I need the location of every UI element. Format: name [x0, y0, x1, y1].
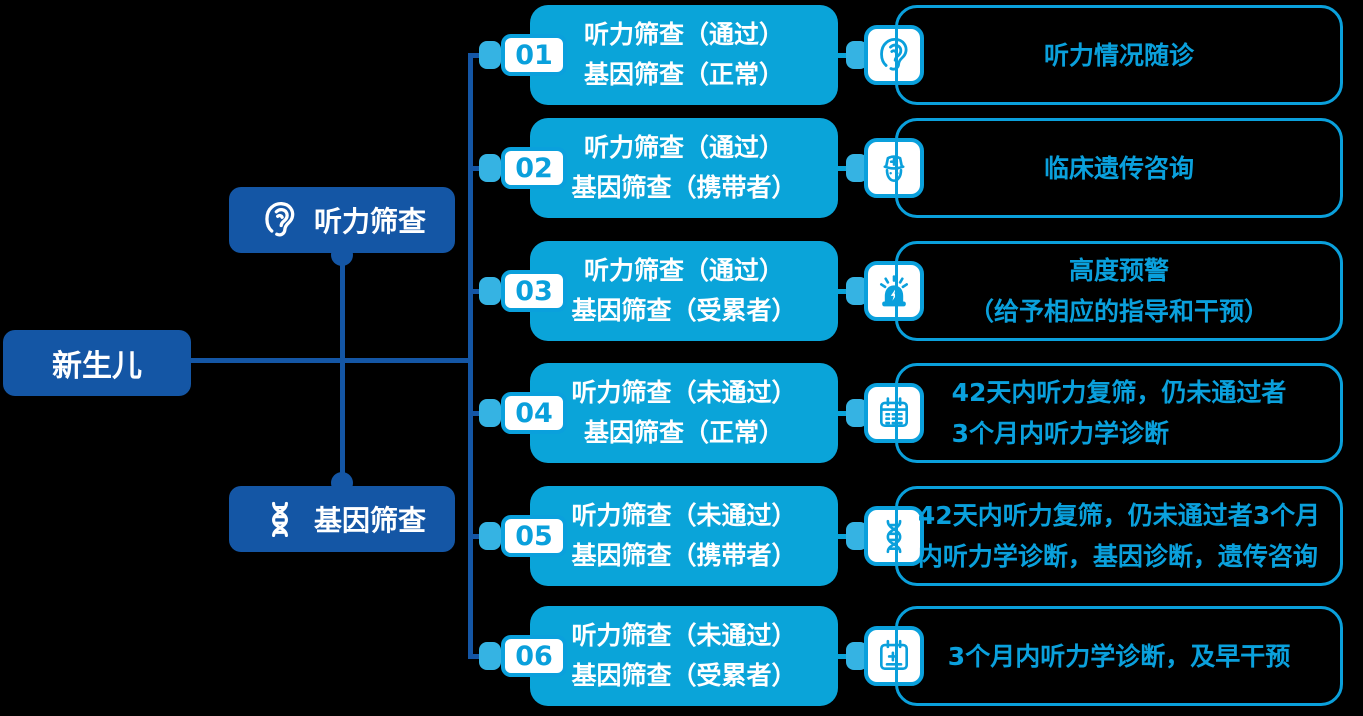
calendar-icon [873, 392, 915, 434]
number-badge-4: 04 [501, 392, 567, 434]
result-node-2: 听力筛查（通过） 基因筛查（携带者） [530, 118, 838, 218]
result-3-line1: 听力筛查（通过） [583, 256, 784, 285]
icon-tab-5 [846, 522, 868, 550]
outcome-4-line2: 3个月内听力学诊断 [951, 419, 1169, 448]
number-badge-3: 03 [501, 270, 567, 312]
result-node-3: 听力筛查（通过） 基因筛查（受累者） [530, 241, 838, 341]
result-node-5: 听力筛查（未通过） 基因筛查（携带者） [530, 486, 838, 586]
calendar-plus-icon [873, 635, 915, 677]
icon-tab-4 [846, 399, 868, 427]
number-badge-1: 01 [501, 34, 567, 76]
hearing-screening-node: 听力筛查 [229, 187, 455, 253]
gene-screening-label: 基因筛查 [313, 504, 426, 537]
result-6-line2: 基因筛查（受累者） [571, 661, 797, 690]
icon-tab-6 [846, 642, 868, 670]
dna-icon [258, 497, 302, 541]
badge-3-number: 03 [515, 275, 553, 307]
badge-tab-4 [479, 399, 501, 427]
result-6-line1: 听力筛查（未通过） [571, 621, 797, 650]
outcome-icon-box-6 [864, 626, 924, 686]
result-5-line1: 听力筛查（未通过） [571, 501, 797, 530]
connector-root-horizontal [190, 358, 472, 363]
result-node-4: 听力筛查（未通过） 基因筛查（正常） [530, 363, 838, 463]
result-1-line1: 听力筛查（通过） [583, 20, 784, 49]
result-4-line1: 听力筛查（未通过） [571, 378, 797, 407]
outcome-3-line1: 高度预警 [1068, 256, 1169, 285]
result-4-line2: 基因筛查（正常） [583, 418, 784, 447]
connector-level2-vertical [340, 250, 345, 488]
outcome-box-3: 高度预警 （给予相应的指导和干预） [895, 241, 1343, 341]
badge-6-number: 06 [515, 640, 553, 672]
outcome-icon-box-2 [864, 138, 924, 198]
badge-tab-2 [479, 154, 501, 182]
result-2-line2: 基因筛查（携带者） [571, 173, 797, 202]
icon-tab-1 [846, 41, 868, 69]
gene-screening-node: 基因筛查 [229, 486, 455, 552]
number-badge-2: 02 [501, 147, 567, 189]
icon-tab-2 [846, 154, 868, 182]
outcome-box-4: 42天内听力复筛，仍未通过者 3个月内听力学诊断 [895, 363, 1343, 463]
outcome-box-5: 42天内听力复筛，仍未通过者3个月 内听力学诊断，基因诊断，遗传咨询 [895, 486, 1343, 586]
ear-icon [258, 198, 302, 242]
result-node-6: 听力筛查（未通过） 基因筛查（受累者） [530, 606, 838, 706]
outcome-box-1: 听力情况随诊 [895, 5, 1343, 105]
outcome-icon-box-5 [864, 506, 924, 566]
outcome-2-line1: 临床遗传咨询 [1043, 153, 1194, 183]
outcome-4-line1: 42天内听力复筛，仍未通过者 [951, 378, 1287, 407]
badge-tab-1 [479, 41, 501, 69]
badge-2-number: 02 [515, 152, 553, 184]
badge-tab-5 [479, 522, 501, 550]
outcome-box-6: 3个月内听力学诊断，及早干预 [895, 606, 1343, 706]
result-node-1: 听力筛查（通过） 基因筛查（正常） [530, 5, 838, 105]
number-badge-6: 06 [501, 635, 567, 677]
outcome-6-line1: 3个月内听力学诊断，及早干预 [947, 641, 1291, 671]
badge-4-number: 04 [515, 397, 553, 429]
outcome-1-line1: 听力情况随诊 [1043, 40, 1194, 70]
newborn-label: 新生儿 [52, 349, 142, 384]
outcome-5-line2: 内听力学诊断，基因诊断，遗传咨询 [917, 542, 1318, 571]
result-3-line2: 基因筛查（受累者） [571, 296, 797, 325]
badge-tab-6 [479, 642, 501, 670]
result-2-line1: 听力筛查（通过） [583, 133, 784, 162]
outcome-5-line1: 42天内听力复筛，仍未通过者3个月 [917, 501, 1321, 530]
badge-5-number: 05 [515, 520, 553, 552]
result-1-line2: 基因筛查（正常） [583, 60, 784, 89]
outcome-3-line2: （给予相应的指导和干预） [968, 297, 1269, 326]
outcome-box-2: 临床遗传咨询 [895, 118, 1343, 218]
icon-tab-3 [846, 277, 868, 305]
result-5-line2: 基因筛查（携带者） [571, 541, 797, 570]
outcome-icon-box-4 [864, 383, 924, 443]
number-badge-5: 05 [501, 515, 567, 557]
outcome-icon-box-3 [864, 261, 924, 321]
badge-tab-3 [479, 277, 501, 305]
connector-trunk-vertical [468, 53, 473, 659]
hearing-screening-label: 听力筛查 [313, 205, 426, 238]
newborn-node: 新生儿 [3, 330, 191, 396]
badge-1-number: 01 [515, 39, 553, 71]
siren-icon [873, 270, 915, 312]
